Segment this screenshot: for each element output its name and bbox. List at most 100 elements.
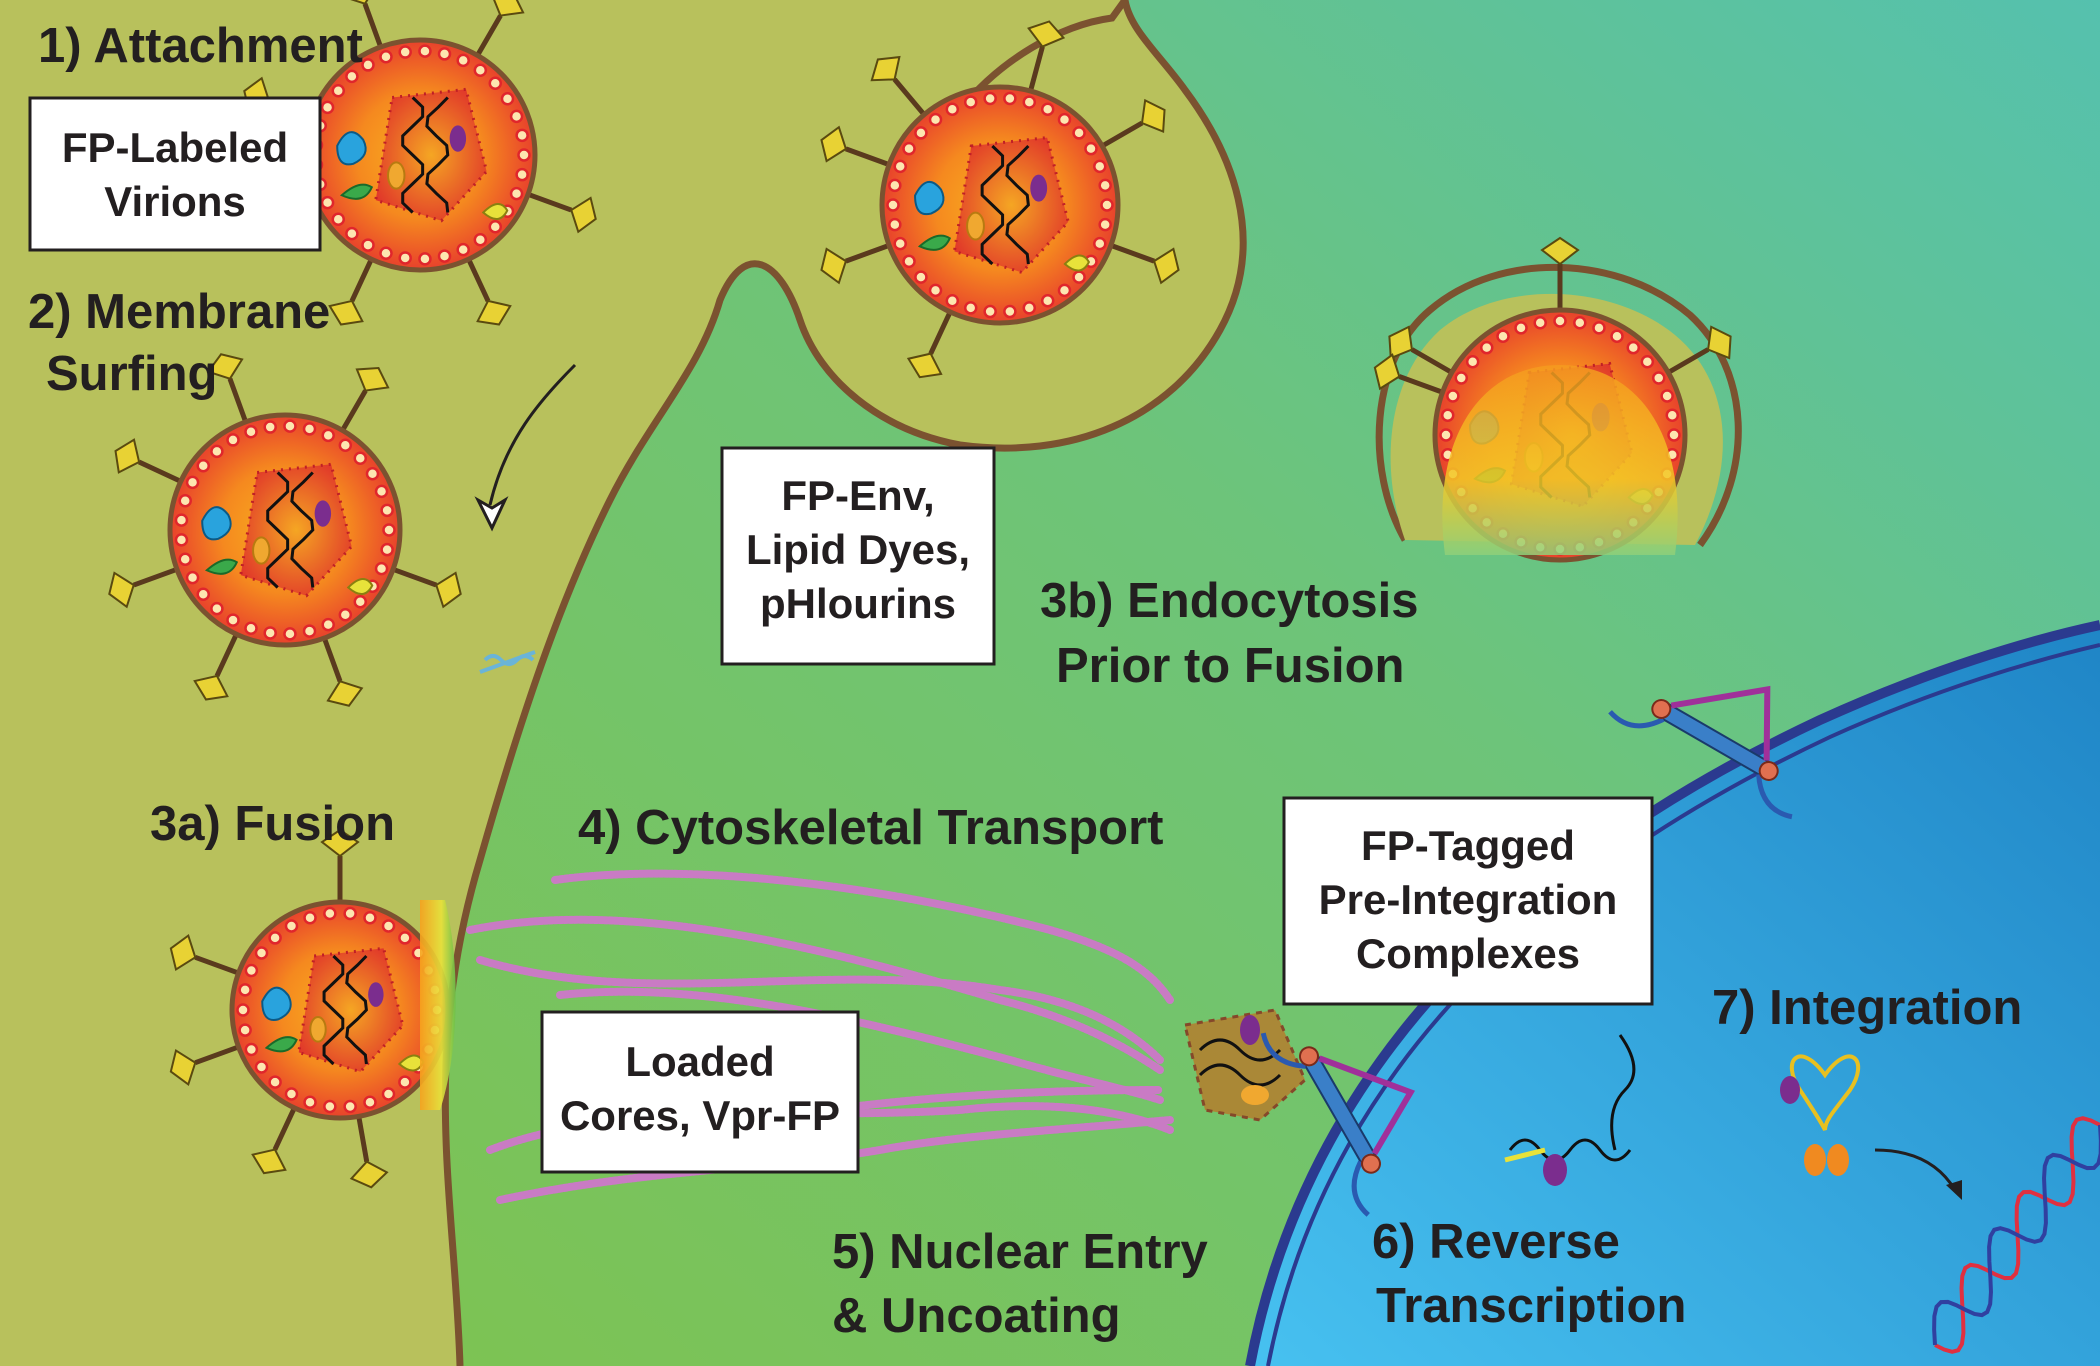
integrase-icon: [1063, 254, 1091, 272]
lipid-dot: [1592, 321, 1606, 335]
envelope-spike-stalk: [892, 77, 927, 117]
lipid-dot: [331, 212, 346, 227]
intasome-dna: [1789, 1054, 1861, 1131]
fp-env-line-3: pHlourins: [760, 580, 956, 627]
lipid-dot: [1553, 314, 1567, 328]
lipid-dot: [363, 910, 377, 925]
lipid-dot: [437, 47, 452, 61]
lipid-dot: [902, 141, 916, 156]
envelope-spike-icon: [1373, 353, 1401, 391]
rna-strand-icon: [980, 144, 1005, 266]
virion-icon: [820, 20, 1180, 379]
lipid-dot: [1640, 354, 1655, 369]
vpr-protein-icon: [1543, 1154, 1567, 1186]
lipid-dot: [302, 624, 317, 638]
envelope-spike-stalk: [362, 2, 384, 48]
lipid-dot: [1093, 236, 1107, 251]
vpr-protein-icon: [1240, 1015, 1260, 1045]
lipid-dot: [238, 983, 252, 997]
lipid-dot: [1626, 340, 1641, 355]
fusion-peptide-icon: [479, 650, 536, 674]
lipid-dot: [353, 451, 368, 465]
integrase-complex-icon: [1780, 1054, 1861, 1176]
lipid-dot: [365, 467, 380, 481]
lipid-dot: [473, 232, 488, 247]
envelope-spike-stalk: [227, 377, 249, 423]
lipid-dot: [928, 283, 943, 298]
lipid-dot: [1057, 283, 1072, 298]
lipid-dot: [888, 217, 902, 232]
lipid-dot: [1100, 198, 1114, 212]
lipid-dot: [321, 428, 335, 443]
step-nuclear-entry-2: & Uncoating: [832, 1289, 1121, 1343]
nuclear-basket: [1318, 1055, 1416, 1156]
envelope-spike-stalk: [356, 1115, 370, 1163]
lipid-dot: [345, 226, 359, 241]
lipid-dot: [361, 238, 375, 252]
envelope-spike-icon: [1706, 325, 1732, 360]
lipid-dot: [380, 503, 394, 518]
envelope-spike-icon: [251, 1148, 287, 1175]
rna-strand-icon: [425, 96, 450, 213]
lipid-dot: [1465, 354, 1480, 369]
lipid-dot: [210, 444, 224, 459]
step-attachment: 1) Attachment: [38, 19, 363, 73]
envelope-spike-icon: [906, 352, 943, 379]
envelope-spike-icon: [820, 125, 848, 163]
microtubule-icon: [476, 956, 1164, 1064]
lipid-dot: [374, 484, 389, 499]
lipid-dot: [1496, 329, 1510, 344]
envelope-spike-icon: [493, 0, 525, 17]
envelope-spike-stalk: [138, 459, 182, 484]
capsid-core-icon: [1183, 1008, 1307, 1122]
envelope-spike-icon: [1140, 98, 1166, 134]
lipid-dot: [343, 906, 357, 921]
lipid-dot: [398, 251, 412, 265]
dna-fragment-icon: [1504, 1147, 1546, 1163]
lipid-dot: [398, 45, 412, 59]
lipid-dot: [914, 270, 928, 284]
envelope-spike-icon: [328, 299, 364, 326]
lipid-dot: [263, 626, 277, 640]
envelope-spike-icon: [570, 196, 597, 234]
nucleocapsid-icon: [917, 234, 952, 251]
envelope-spike-stalk: [466, 258, 491, 302]
integrase-subunit: [1827, 1144, 1849, 1176]
envelope-spike-icon: [1540, 236, 1580, 266]
envelope-spike-icon: [435, 571, 462, 609]
lipid-dot: [1514, 321, 1528, 335]
envelope-spike-stalk: [321, 637, 343, 683]
nucleocapsid-icon: [204, 558, 239, 575]
virion-icon: [243, 0, 597, 326]
lipid-dot: [284, 919, 299, 933]
envelope-spike-stalk: [214, 633, 239, 677]
lipid-dot: [380, 542, 394, 557]
lipid-dot: [185, 475, 200, 490]
microtubule-icon: [466, 915, 1164, 1074]
envelope-spike-stalk: [340, 389, 368, 432]
integrase-subunit: [1804, 1144, 1826, 1176]
lipid-dot: [437, 249, 452, 263]
surfing-arrowhead: [474, 496, 509, 532]
integration-arrow: [1874, 1148, 1957, 1191]
lipid-dot: [1040, 102, 1055, 116]
rna-strand-icon: [1198, 1038, 1282, 1087]
lipid-dot: [323, 906, 337, 921]
lipid-dot: [893, 159, 907, 174]
envelope-spike-stalk: [1667, 347, 1710, 375]
lipid-dot: [254, 946, 269, 960]
lipid-dot: [236, 1003, 250, 1017]
lipid-dot: [353, 595, 368, 609]
lipid-dot: [323, 1099, 337, 1114]
lipid-dot: [244, 963, 259, 978]
microtubule-icon: [496, 1116, 1174, 1204]
nucleocapsid-icon: [264, 1036, 298, 1053]
lipid-dot: [1665, 408, 1680, 422]
lipid-dot: [343, 1099, 357, 1114]
endosome-fusion-glow: [1442, 365, 1678, 555]
lipid-dot: [321, 617, 335, 632]
microtubule-icon: [551, 869, 1174, 1004]
lipid-dot: [902, 254, 916, 269]
